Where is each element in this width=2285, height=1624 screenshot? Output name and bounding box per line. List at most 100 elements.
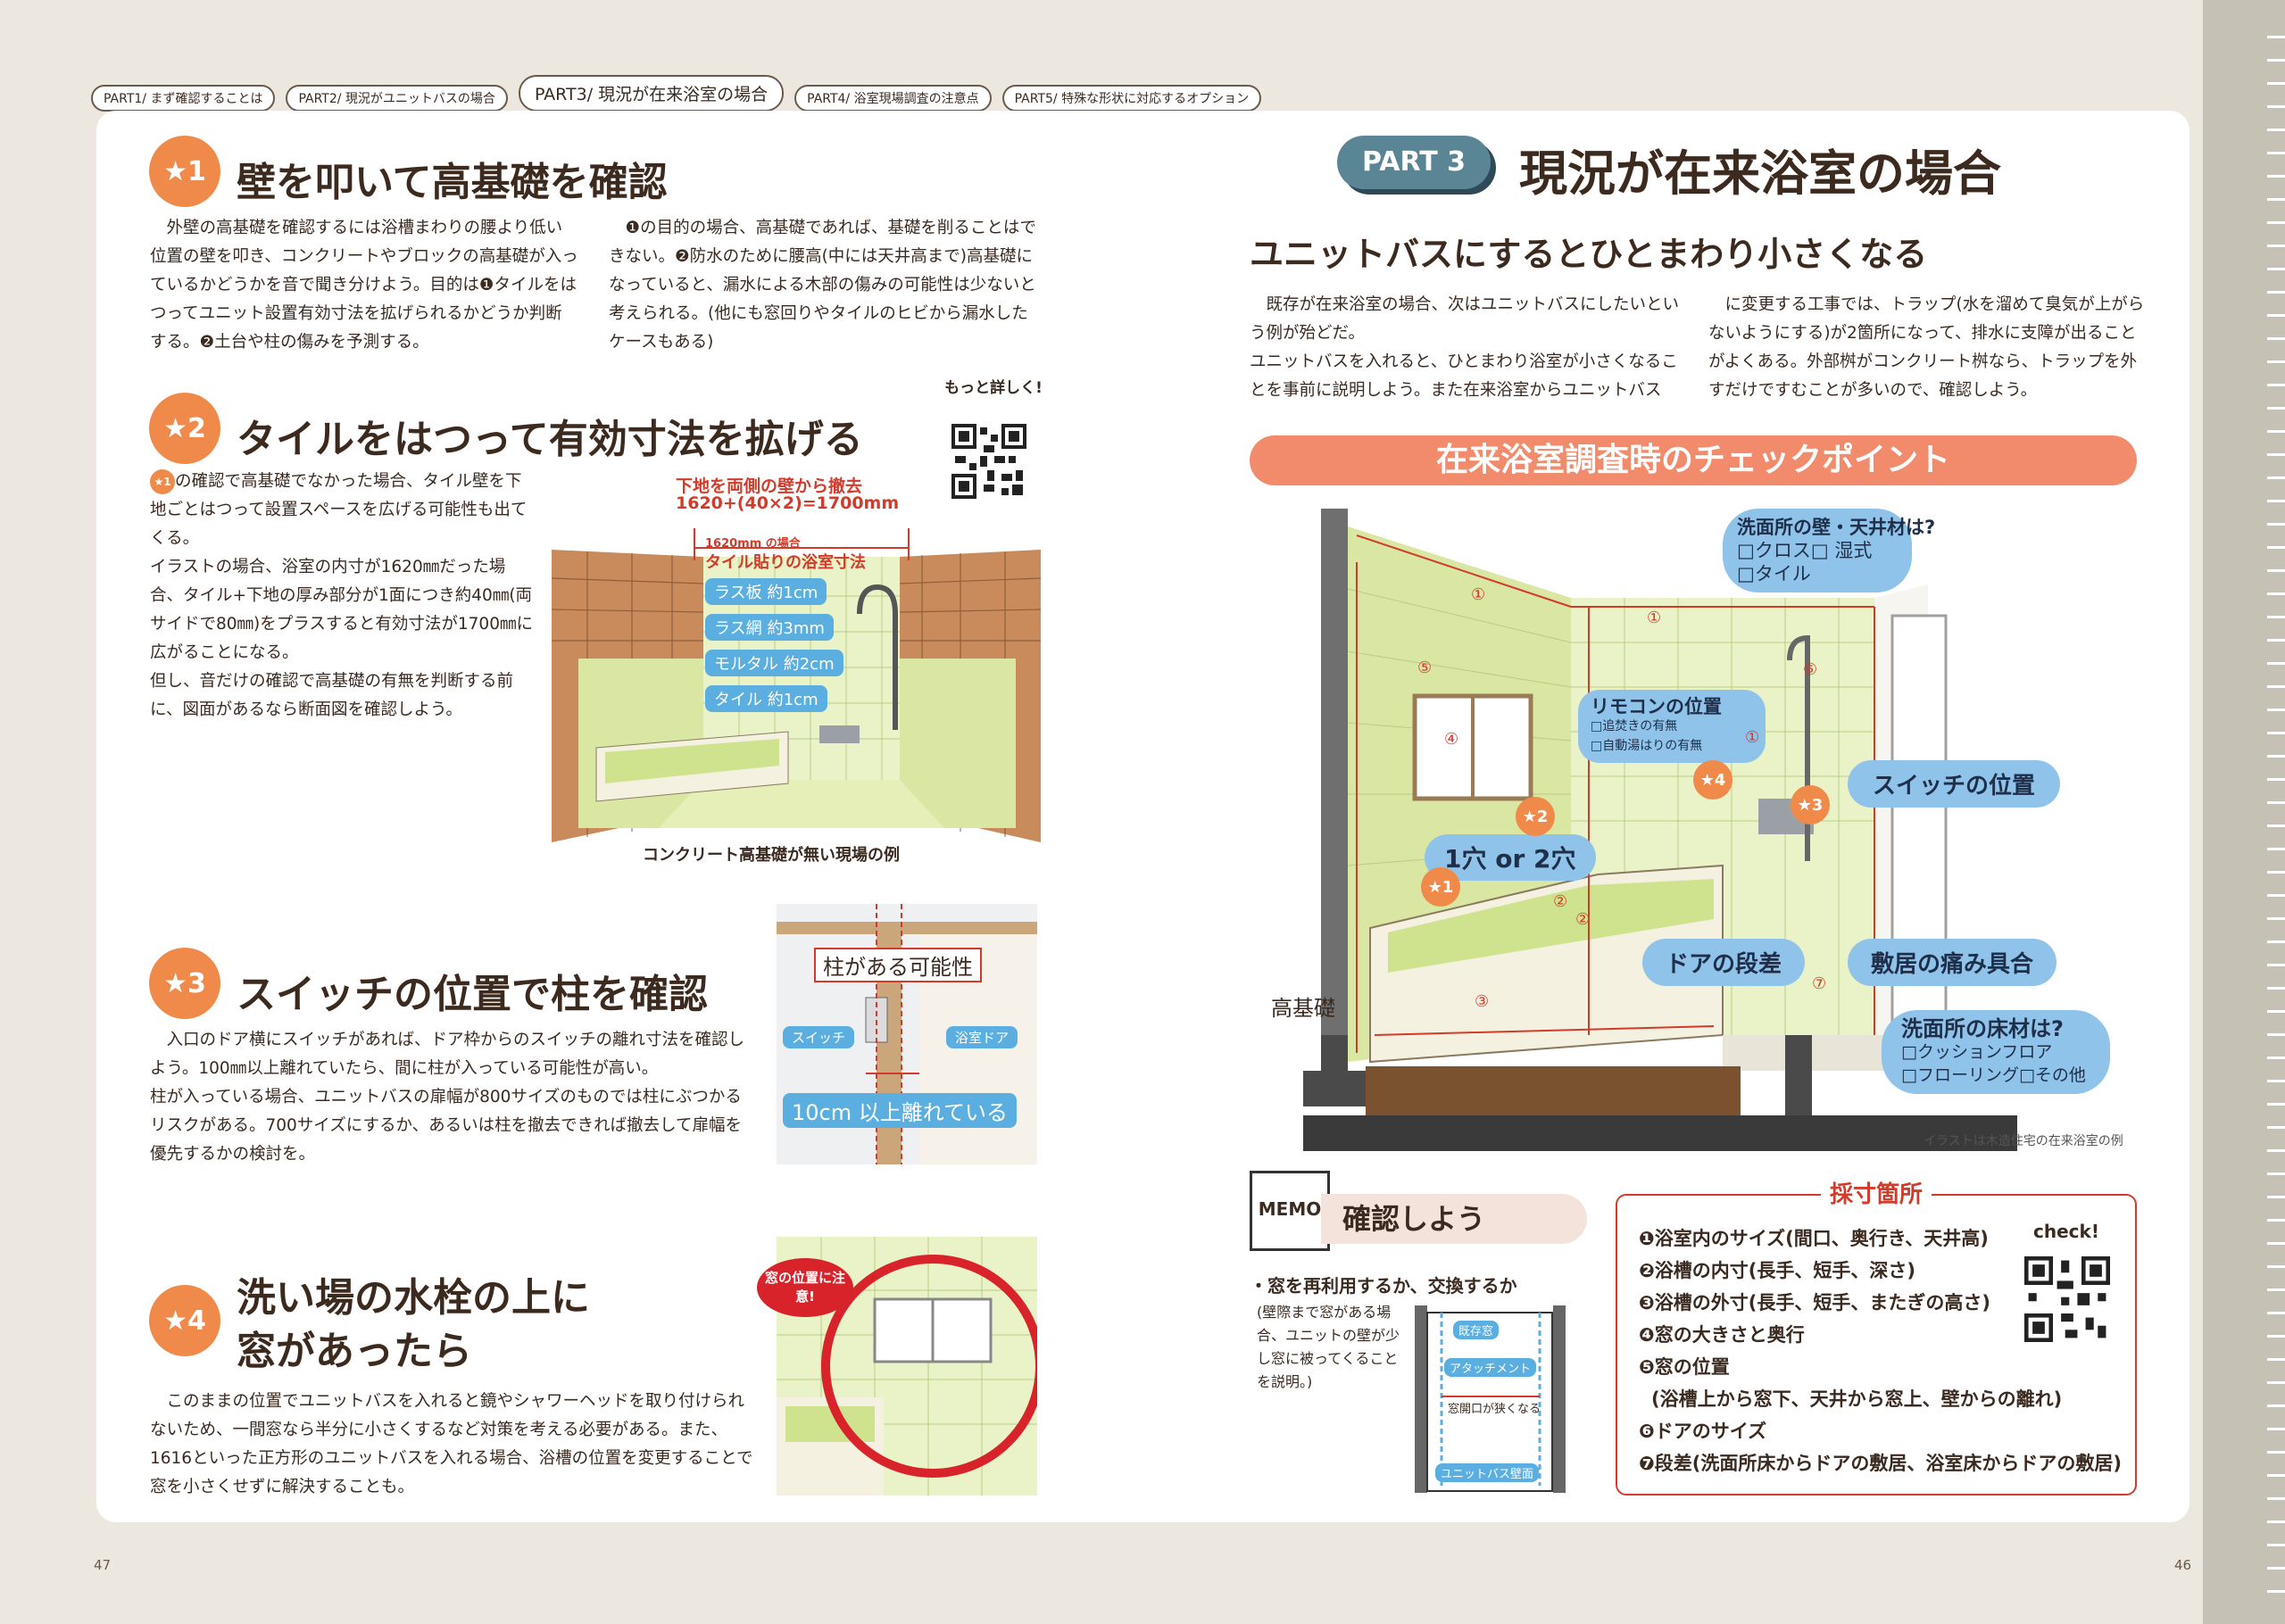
ruler-tick	[2267, 360, 2285, 363]
dim-6: ⑥	[1803, 660, 1818, 679]
ruler-tick	[2267, 59, 2285, 62]
measurement-item-7: ❼段差(洗面所床からドアの敷居、浴室床からドアの敷居)	[1639, 1453, 2122, 1474]
measurement-qr-code-icon[interactable]	[2024, 1256, 2110, 1342]
bubble-washroom-wall: 洗面所の壁・天井材は? □クロス□ 湿式 □タイル	[1723, 509, 1935, 592]
tab-part3[interactable]: PART3/ 現況が在来浴室の場合	[518, 75, 785, 112]
tab-part4[interactable]: PART4/ 浴室現場調査の注意点	[794, 85, 992, 112]
ruler-tick	[2267, 824, 2285, 827]
ruler-tick	[2267, 1172, 2285, 1175]
ruler-tick	[2267, 430, 2285, 433]
measurement-item-4: ❹窓の大きさと奥行	[1639, 1324, 1805, 1346]
diagram-caption: イラストは木造住宅の在来浴室の例	[1924, 1134, 2123, 1148]
tile-bathroom-illustration	[552, 525, 1041, 842]
checkpoint-banner: 在来浴室調査時のチェックポイント	[1250, 435, 2137, 485]
tab-part2[interactable]: PART2/ 現況がユニットバスの場合	[286, 85, 508, 112]
ruler-tick	[2267, 1312, 2285, 1314]
ruler-tick	[2267, 1103, 2285, 1106]
ruler-tick	[2267, 175, 2285, 178]
illustration-caption: コンクリート高基礎が無い現場の例	[643, 846, 900, 865]
measurement-item-1: ❶浴室内のサイズ(間口、奥行き、天井高)	[1639, 1228, 1989, 1249]
measurement-item-3: ❸浴槽の外寸(長手、短手、またぎの高さ)	[1639, 1292, 1990, 1313]
ruler-tick	[2267, 1265, 2285, 1268]
memo-label-unit-wall: ユニットバス壁面	[1435, 1463, 1540, 1482]
dim-4: ④	[1444, 730, 1459, 749]
annotation-bath-door: 浴室ドア	[946, 1026, 1018, 1048]
measurement-item-6: ❻ドアのサイズ	[1639, 1421, 1767, 1442]
bubble-remote-opt2: □自動湯はりの有無	[1591, 739, 1703, 753]
ruler-tick	[2267, 755, 2285, 758]
ruler-tick	[2267, 1335, 2285, 1338]
bubble-remote: リモコンの位置 □追焚きの有無 □自動湯はりの有無	[1578, 690, 1766, 763]
ruler-tick	[2267, 1056, 2285, 1059]
measurement-item-5-detail: (浴槽上から窓下、天井から窓上、壁からの離れ)	[1651, 1388, 2063, 1410]
ruler-tick	[2267, 1520, 2285, 1523]
ruler-tick	[2267, 708, 2285, 711]
ruler-tick	[2267, 221, 2285, 224]
ruler-tick	[2267, 523, 2285, 526]
star-badge-4: ★4	[149, 1285, 220, 1356]
ruler-tick	[2267, 1219, 2285, 1222]
ruler-tick	[2267, 616, 2285, 618]
ruler-tick	[2267, 82, 2285, 85]
intro-col1: 既存が在来浴室の場合、次はユニットバスにしたいという例が殆どだ。 ユニットバスを…	[1250, 295, 1680, 400]
ruler-tick	[2267, 964, 2285, 966]
window-faucet-illustration	[777, 1237, 1037, 1496]
ruler-tick	[2267, 105, 2285, 108]
annotation-pillar: 柱がある可能性	[814, 948, 982, 982]
part-tabs: PART1/ まず確認することは PART2/ 現況がユニットバスの場合 PAR…	[91, 75, 1262, 112]
ruler-tick	[2267, 592, 2285, 595]
bubble-washroom-floor-title: 洗面所の床材は?	[1901, 1016, 2064, 1041]
layer-label-lath-net: ラス網 約3mm	[705, 614, 834, 641]
layer-label-lath-board: ラス板 約1cm	[705, 578, 827, 605]
tab-part5[interactable]: PART5/ 特殊な形状に対応するオプション	[1001, 85, 1262, 112]
star-badge-3: ★3	[149, 948, 220, 1019]
ruler-tick	[2267, 801, 2285, 804]
measurement-list: ❶浴室内のサイズ(間口、奥行き、天井高) ❷浴槽の内寸(長手、短手、深さ) ❸浴…	[1639, 1222, 2122, 1479]
ruler-tick	[2267, 1497, 2285, 1500]
ruler-tick	[2267, 1567, 2285, 1570]
section1-col2: ❶の目的の場合、高基礎であれば、基礎を削ることはできない。❷防水のために腰高(中…	[609, 219, 1036, 352]
memo-label-existing: 既存窓	[1453, 1321, 1500, 1339]
foundation-label: 高基礎	[1271, 996, 1335, 1021]
ruler-tick	[2267, 128, 2285, 131]
ruler-tick	[2267, 1033, 2285, 1036]
ruler-tick	[2267, 384, 2285, 386]
page-number-left: 47	[94, 1557, 112, 1573]
section4-title-line1: 洗い場の水栓の上に	[237, 1275, 590, 1321]
ruler-tick	[2267, 662, 2285, 665]
layer-label-tile: タイル 約1cm	[705, 685, 827, 712]
window-warning-callout: 窓の位置に注意!	[757, 1258, 853, 1317]
part-label: PART 3	[1337, 136, 1491, 189]
measurement-item-2: ❷浴槽の内寸(長手、短手、深さ)	[1639, 1260, 1915, 1281]
ruler-tick	[2267, 1010, 2285, 1013]
ruler-tick	[2267, 1149, 2285, 1152]
annotation-1620: 1620mm の場合	[705, 537, 801, 551]
ruler-tick	[2267, 1358, 2285, 1361]
memo-label-narrow: 窓開口が狭くなる	[1448, 1403, 1541, 1416]
ruler-tick	[2267, 732, 2285, 734]
annotation-distance: 10cm 以上離れている	[783, 1093, 1018, 1128]
dim-1-b: ①	[1647, 609, 1662, 627]
ruler-tick	[2267, 1590, 2285, 1593]
ruler-tick	[2267, 778, 2285, 781]
ruler-tick	[2267, 569, 2285, 572]
ruler-tick	[2267, 268, 2285, 270]
bubble-holes: 1穴 or 2穴	[1425, 834, 1596, 881]
ruler-tick	[2267, 244, 2285, 247]
ruler-tick	[2267, 1126, 2285, 1129]
qr-code-icon[interactable]	[951, 424, 1026, 499]
ruler-tick	[2267, 917, 2285, 920]
annotation-formula: 1620+(40×2)=1700mm	[676, 493, 900, 513]
ruler-tick	[2267, 500, 2285, 502]
chapter-subtitle: ユニットバスにするとひとまわり小さくなる	[1250, 235, 1928, 274]
ruler-tick	[2267, 894, 2285, 897]
measurement-item-5: ❺窓の位置	[1639, 1356, 1730, 1378]
ruler-tick	[2267, 1196, 2285, 1198]
ruler-tick	[2267, 1428, 2285, 1430]
ruler-tick	[2267, 1381, 2285, 1384]
annotation-remove: 下地を両側の壁から撤去	[676, 476, 863, 496]
section4-title-line2: 窓があったら	[237, 1329, 472, 1374]
ruler-tick	[2267, 1544, 2285, 1546]
tab-part1[interactable]: PART1/ まず確認することは	[91, 85, 276, 112]
